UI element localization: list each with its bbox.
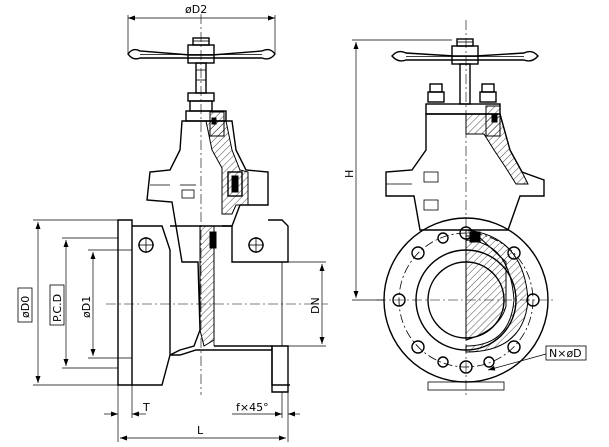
dim-t-label: T bbox=[142, 401, 150, 414]
handwheel-side bbox=[127, 37, 276, 64]
dim-h-label: H bbox=[343, 170, 356, 178]
right-flange-side bbox=[248, 219, 289, 393]
dimensions-side: øD2 øD0 P.C.D øD1 DN T f×45° bbox=[17, 3, 326, 442]
dim-dn-label: DN bbox=[309, 297, 322, 314]
front-section-view bbox=[376, 20, 556, 395]
side-section-view bbox=[106, 14, 328, 395]
dim-chamfer-label: f×45° bbox=[236, 401, 269, 414]
dim-l-label: L bbox=[197, 424, 204, 437]
handwheel-front bbox=[391, 38, 539, 65]
dim-d2-label: øD2 bbox=[185, 3, 207, 16]
dim-d0-label: øD0 bbox=[19, 296, 32, 318]
dim-pcd-label: P.C.D bbox=[51, 294, 64, 322]
bonnet-front bbox=[385, 113, 545, 231]
dimensions-front: H N×øD bbox=[343, 39, 587, 371]
bolt-holes-label: N×øD bbox=[549, 347, 582, 360]
left-flange-side bbox=[117, 219, 171, 386]
dim-d1-label: øD1 bbox=[80, 296, 93, 318]
bonnet-side bbox=[146, 120, 269, 227]
bolt-holes-front bbox=[392, 226, 540, 374]
